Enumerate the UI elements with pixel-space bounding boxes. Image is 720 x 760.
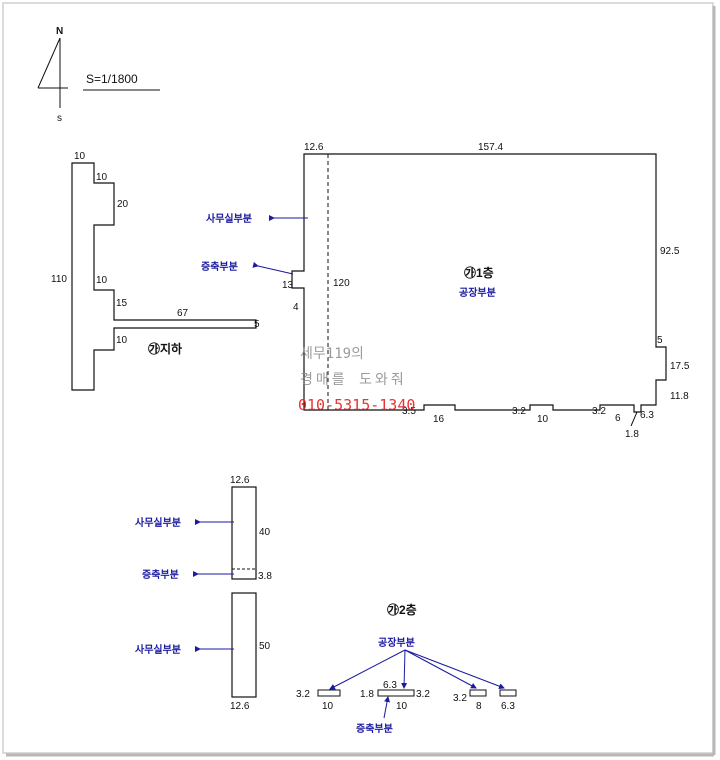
floor1-dim-right-mid: 17.5 xyxy=(670,361,690,372)
floor2-piece-c xyxy=(469,689,487,697)
floor1-dim-office-w: 12.6 xyxy=(304,142,324,153)
floor2-dim-b-top: 6.3 xyxy=(383,680,397,691)
floor2-side-dim-top: 12.6 xyxy=(230,475,250,486)
scale-label: S=1/1800 xyxy=(86,72,138,86)
floor1-dim-b1: 3.5 xyxy=(402,406,416,417)
floor1-dim-top: 157.4 xyxy=(478,142,503,153)
floor2-factory-arrows xyxy=(329,649,505,690)
floor2-side-dim-h2: 3.8 xyxy=(258,571,272,582)
basement-outline xyxy=(71,162,257,391)
watermark-line1: 세무119의 xyxy=(300,346,364,362)
floor2-side-office1-label: 사무실부분 xyxy=(135,516,181,529)
floor1-dim-right-notch: 5 xyxy=(657,335,663,346)
floor2-piece-a xyxy=(317,689,341,697)
watermark-phone: 010-5315-1340 xyxy=(298,396,415,414)
floor2-title: ㉮2층 xyxy=(387,602,417,617)
floor2-side-annex-label: 증축부분 xyxy=(142,568,179,581)
floor1-dim-b7: 6.3 xyxy=(640,410,654,421)
floor1-dim-b6: 6 xyxy=(615,413,621,424)
floor2-annex-arrow xyxy=(383,696,391,719)
floor2-piece-d xyxy=(499,689,517,697)
basement-dim-step5: 10 xyxy=(116,335,128,346)
basement-dim-left: 110 xyxy=(51,274,67,285)
watermark-line2: 경매를 도와줘 xyxy=(300,372,407,388)
floor1-annex-label: 증축부분 xyxy=(201,260,238,273)
basement-dim-step4: 15 xyxy=(116,298,128,309)
floor2-side-dim-h3: 50 xyxy=(259,641,271,652)
floor1-dim-b2: 16 xyxy=(433,414,445,425)
floor2-dim-b-w: 1.8 xyxy=(360,689,374,700)
basement-dim-step2: 20 xyxy=(117,199,129,210)
floor1-dim-b3: 3.2 xyxy=(512,406,526,417)
basement-dim-arm-w: 5 xyxy=(254,319,260,330)
floor1-dim-right-low: 11.8 xyxy=(670,391,689,402)
floor2-factory-label: 공장부분 xyxy=(378,636,415,649)
floor1-subtitle: 공장부분 xyxy=(459,286,496,299)
floor2-annex-label: 증축부분 xyxy=(356,722,393,735)
floor2-piece-b xyxy=(377,689,415,697)
floor1-outline xyxy=(291,153,667,413)
floor2-dim-b-r: 3.2 xyxy=(416,689,430,700)
north-arrow xyxy=(37,37,68,108)
basement-dim-step1: 10 xyxy=(96,172,108,183)
floor2-dim-b-l: 10 xyxy=(396,701,408,712)
basement-dim-step3: 10 xyxy=(96,275,108,286)
floor1-dim-notch-h: 13 xyxy=(282,280,294,291)
floor2-strip-upper xyxy=(231,486,257,580)
floor2-side-office2-label: 사무실부분 xyxy=(135,643,181,656)
floor1-dim-right-top: 92.5 xyxy=(660,246,680,257)
floor1-office-label: 사무실부분 xyxy=(206,212,252,225)
basement-dim-top: 10 xyxy=(74,151,86,162)
floor1-dim-b8: 1.8 xyxy=(625,429,639,440)
floor2-dim-a-l: 10 xyxy=(322,701,334,712)
floor2-strip-lower xyxy=(231,592,257,698)
north-label: N xyxy=(56,26,63,37)
floor2-side-dim-h1: 40 xyxy=(259,527,271,538)
basement-title: ㉮지하 xyxy=(148,341,182,356)
floor2-dim-a-w: 3.2 xyxy=(296,689,310,700)
basement-dim-arm-len: 67 xyxy=(177,308,189,319)
floor2-dim-c-w: 3.2 xyxy=(453,693,467,704)
floor1-annex-arrow xyxy=(252,261,294,275)
floor1-dim-b5: 3.2 xyxy=(592,406,606,417)
floor1-dim-notch-w: 4 xyxy=(293,302,299,313)
floor2-side-dim-bottom: 12.6 xyxy=(230,701,250,712)
floor1-b8-arrow xyxy=(630,411,638,427)
floor2-dim-c-l: 8 xyxy=(476,701,482,712)
floor1-dim-inner-h: 120 xyxy=(333,278,350,289)
floor1-title: ㉮1층 xyxy=(464,265,494,280)
floor2-dim-d-l: 6.3 xyxy=(501,701,515,712)
south-label: s xyxy=(57,113,62,124)
floor1-dim-b4: 10 xyxy=(537,414,549,425)
